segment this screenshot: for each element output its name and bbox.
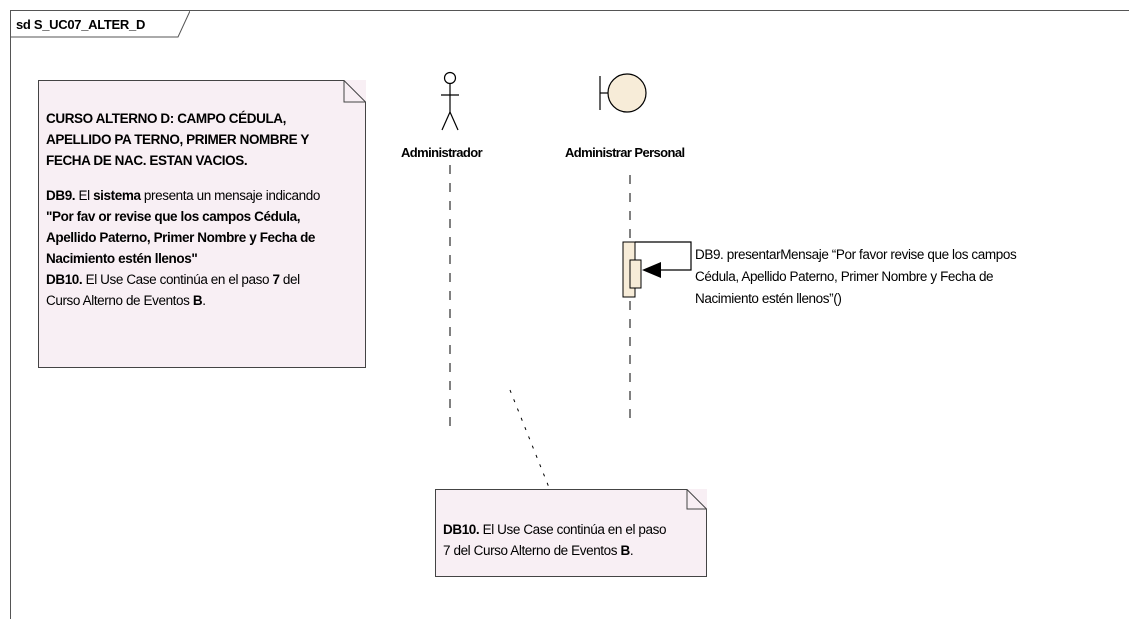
self-message-arrow[interactable] (635, 241, 692, 271)
note-heading-line: FECHA DE NAC. ESTAN VACIOS. (46, 153, 248, 168)
note-db10[interactable]: DB10. El Use Case continúa en el paso 7 … (435, 489, 707, 577)
note-text-span: El Use Case continúa en el paso (479, 522, 667, 537)
note2-line1: DB10. El Use Case continúa en el paso (443, 519, 699, 540)
db10-code: DB10. (443, 522, 480, 537)
note-link (509, 389, 551, 491)
note-db10-line2: Curso Alterno de Eventos B. (46, 290, 358, 311)
message-label[interactable]: DB9. presentarMensaje “Por favor revise … (695, 244, 1125, 310)
note2-line2: 7 del Curso Alterno de Eventos B. (443, 540, 699, 561)
note-heading-line: CURSO ALTERNO D: CAMPO CÉDULA, (46, 111, 286, 126)
message-label-line: Cédula, Apellido Paterno, Primer Nombre … (695, 269, 994, 284)
note-db10-line: DB10. El Use Case continúa en el paso 7 … (46, 269, 358, 290)
note-shape (435, 489, 707, 577)
note-text-span: del (279, 272, 300, 287)
note-db9-line: DB9. El sistema presenta un mensaje indi… (46, 185, 358, 206)
note-text-span: . (202, 293, 206, 308)
frame-title-tab (10, 10, 190, 38)
actor-icon (441, 71, 459, 131)
note-text-span: presenta un mensaje indicando (140, 188, 320, 203)
message-label-line: Nacimiento estén llenos”() (695, 291, 842, 306)
sistema-word: sistema (93, 188, 141, 203)
step-number: 7 (443, 543, 451, 558)
note-quote-line: "Por fav or revise que los campos Cédula… (46, 209, 301, 224)
lifeline-label-administrador[interactable]: Administrador (401, 145, 483, 160)
note-text-span: Curso Alterno de Eventos (46, 293, 193, 308)
sequence-diagram-frame (10, 10, 1129, 619)
db9-code: DB9. (46, 188, 76, 203)
note-text-span: del Curso Alterno de Eventos (450, 543, 621, 558)
step-number: 7 (272, 272, 280, 287)
note-shape (38, 80, 366, 368)
note-quote-line: Apellido Paterno, Primer Nombre y Fecha … (46, 230, 316, 245)
note-text-span: . (629, 543, 634, 558)
lifeline-label-administrar-personal[interactable]: Administrar Personal (565, 145, 685, 160)
arrowhead-icon (642, 262, 661, 278)
note-alternate-course-d[interactable]: CURSO ALTERNO D: CAMPO CÉDULA, APELLIDO … (38, 80, 366, 368)
note-text-span: El (75, 188, 94, 203)
message-label-line: DB9. presentarMensaje “Por favor revise … (695, 247, 1017, 262)
course-letter: B (192, 293, 203, 308)
boundary-icon (599, 73, 647, 113)
note-quote-line: Nacimiento estén llenos" (46, 251, 198, 266)
note-heading-line: APELLIDO PA TERNO, PRIMER NOMBRE Y (46, 132, 309, 147)
note-text-span: El Use Case continúa en el paso (82, 272, 273, 287)
frame-title: sd S_UC07_ALTER_D (16, 17, 146, 32)
activation-bar-nested (629, 259, 642, 289)
course-letter: B (620, 543, 630, 558)
db10-code: DB10. (46, 272, 83, 287)
